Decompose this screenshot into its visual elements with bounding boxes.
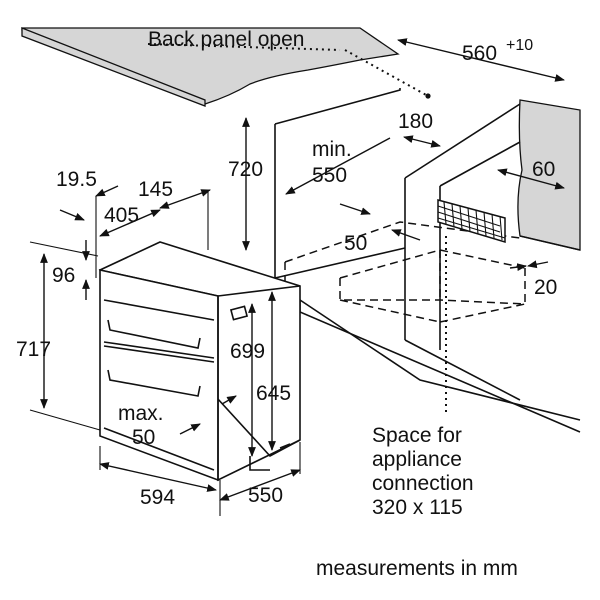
dimension-lines <box>29 38 565 516</box>
max-label: max. <box>118 402 164 425</box>
hidden-edges <box>284 221 526 323</box>
diagram-text: Back panel open 560 +10 180 min. 550 720… <box>16 28 557 580</box>
dim-717: 717 <box>16 338 51 361</box>
dim-550: 550 <box>248 484 283 507</box>
worktop <box>21 27 400 107</box>
dim-645: 645 <box>256 382 291 405</box>
dim-594: 594 <box>140 486 175 509</box>
dim-180: 180 <box>398 110 433 133</box>
units-note: measurements in mm <box>316 557 518 580</box>
dim-niche-width: 560 <box>462 42 497 65</box>
space-label-line4: 320 x 115 <box>372 496 463 519</box>
dotted-guides <box>147 43 447 416</box>
dim-20: 20 <box>534 276 557 299</box>
space-label-line2: appliance <box>372 448 462 471</box>
dim-405: 405 <box>104 204 139 227</box>
dim-699: 699 <box>230 340 265 363</box>
dim-60: 60 <box>532 158 555 181</box>
dim-96: 96 <box>52 264 75 287</box>
dim-720: 720 <box>228 158 263 181</box>
max-value: 50 <box>132 426 155 449</box>
back-panel-label: Back panel open <box>148 28 304 51</box>
dim-19-5: 19.5 <box>56 168 97 191</box>
space-label-line1: Space for <box>372 424 462 447</box>
connection-opening <box>437 199 506 244</box>
dim-50-clearance: 50 <box>344 232 367 255</box>
min-label: min. <box>312 138 352 161</box>
dim-145: 145 <box>138 178 173 201</box>
space-label-line3: connection <box>372 472 474 495</box>
oven <box>98 241 301 482</box>
min-value: 550 <box>312 164 347 187</box>
dim-niche-width-tolerance: +10 <box>506 37 533 54</box>
